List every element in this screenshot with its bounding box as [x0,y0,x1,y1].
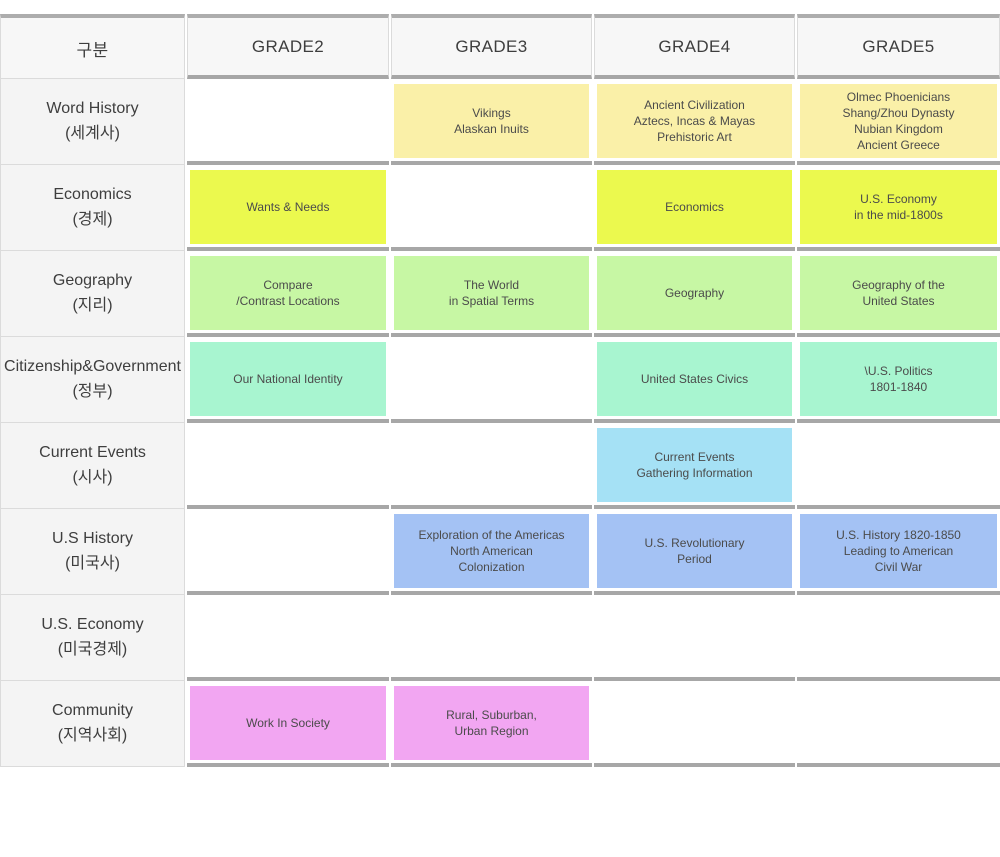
row-header-subject: Geography [52,271,133,289]
curriculum-block: U.S. Economy in the mid-1800s [800,170,997,244]
row-header-korean: (경제) [72,210,113,228]
row-header-subject: Citizenship&Government [4,357,181,375]
cell-u-s-economy-grade2 [187,595,389,681]
curriculum-block: Compare /Contrast Locations [190,256,386,330]
row-header-korean: (시사) [72,468,113,486]
curriculum-block: Economics [597,170,792,244]
row-header-community: Community (지역사회) [0,681,185,767]
cell-community-grade4 [594,681,795,767]
row-header-korean: (지리) [72,296,113,314]
row-header-u-s-history: U.S History (미국사) [0,509,185,595]
curriculum-block: Olmec Phoenicians Shang/Zhou Dynasty Nub… [800,84,997,158]
row-header-economics: Economics (경제) [0,165,185,251]
cell-geography-grade3: The World in Spatial Terms [391,251,592,337]
row-header-u-s-economy: U.S. Economy (미국경제) [0,595,185,681]
row-header-geography: Geography (지리) [0,251,185,337]
cell-geography-grade4: Geography [594,251,795,337]
row-header-korean: (정부) [72,382,113,400]
row-header-subject: U.S. Economy [41,615,144,633]
cell-citizenship-government-grade3 [391,337,592,423]
curriculum-block: Geography of the United States [800,256,997,330]
cell-citizenship-government-grade4: United States Civics [594,337,795,423]
row-header-citizenship-government: Citizenship&Government (정부) [0,337,185,423]
column-header-grade4: GRADE4 [594,14,795,79]
cell-word-history-grade5: Olmec Phoenicians Shang/Zhou Dynasty Nub… [797,79,1000,165]
curriculum-block: Rural, Suburban, Urban Region [394,686,589,760]
curriculum-block: Work In Society [190,686,386,760]
cell-economics-grade5: U.S. Economy in the mid-1800s [797,165,1000,251]
curriculum-block: Our National Identity [190,342,386,416]
cell-u-s-economy-grade5 [797,595,1000,681]
curriculum-block: Ancient Civilization Aztecs, Incas & May… [597,84,792,158]
row-header-korean: (지역사회) [57,726,128,744]
cell-geography-grade5: Geography of the United States [797,251,1000,337]
curriculum-block: Wants & Needs [190,170,386,244]
curriculum-block: \U.S. Politics 1801-1840 [800,342,997,416]
curriculum-block: The World in Spatial Terms [394,256,589,330]
curriculum-block: Vikings Alaskan Inuits [394,84,589,158]
curriculum-block: Geography [597,256,792,330]
cell-u-s-history-grade4: U.S. Revolutionary Period [594,509,795,595]
cell-current-events-grade4: Current Events Gathering Information [594,423,795,509]
row-header-korean: (미국사) [65,554,120,572]
row-header-subject: Economics [53,185,132,203]
row-header-korean: (세계사) [65,124,120,142]
curriculum-block: Current Events Gathering Information [597,428,792,502]
cell-current-events-grade3 [391,423,592,509]
corner-header-label: 구분 [76,40,109,60]
cell-current-events-grade2 [187,423,389,509]
curriculum-block: United States Civics [597,342,792,416]
cell-geography-grade2: Compare /Contrast Locations [187,251,389,337]
cell-u-s-history-grade3: Exploration of the Americas North Americ… [391,509,592,595]
row-header-subject: Community [52,701,133,719]
cell-u-s-economy-grade4 [594,595,795,681]
cell-word-history-grade4: Ancient Civilization Aztecs, Incas & May… [594,79,795,165]
cell-community-grade5 [797,681,1000,767]
cell-current-events-grade5 [797,423,1000,509]
cell-community-grade3: Rural, Suburban, Urban Region [391,681,592,767]
cell-economics-grade4: Economics [594,165,795,251]
column-header-grade5: GRADE5 [797,14,1000,79]
curriculum-block: U.S. Revolutionary Period [597,514,792,588]
cell-economics-grade2: Wants & Needs [187,165,389,251]
row-header-subject: Current Events [39,443,146,461]
cell-word-history-grade2 [187,79,389,165]
cell-economics-grade3 [391,165,592,251]
curriculum-block: U.S. History 1820-1850 Leading to Americ… [800,514,997,588]
cell-u-s-economy-grade3 [391,595,592,681]
cell-citizenship-government-grade2: Our National Identity [187,337,389,423]
curriculum-block: Exploration of the Americas North Americ… [394,514,589,588]
column-header-grade3: GRADE3 [391,14,592,79]
cell-community-grade2: Work In Society [187,681,389,767]
row-header-korean: (미국경제) [57,640,128,658]
cell-u-s-history-grade2 [187,509,389,595]
cell-u-s-history-grade5: U.S. History 1820-1850 Leading to Americ… [797,509,1000,595]
row-header-subject: Word History [46,99,139,117]
row-header-subject: U.S History [52,529,133,547]
cell-citizenship-government-grade5: \U.S. Politics 1801-1840 [797,337,1000,423]
corner-header: 구분 [0,14,185,79]
row-header-current-events: Current Events (시사) [0,423,185,509]
cell-word-history-grade3: Vikings Alaskan Inuits [391,79,592,165]
row-header-word-history: Word History (세계사) [0,79,185,165]
column-header-grade2: GRADE2 [187,14,389,79]
